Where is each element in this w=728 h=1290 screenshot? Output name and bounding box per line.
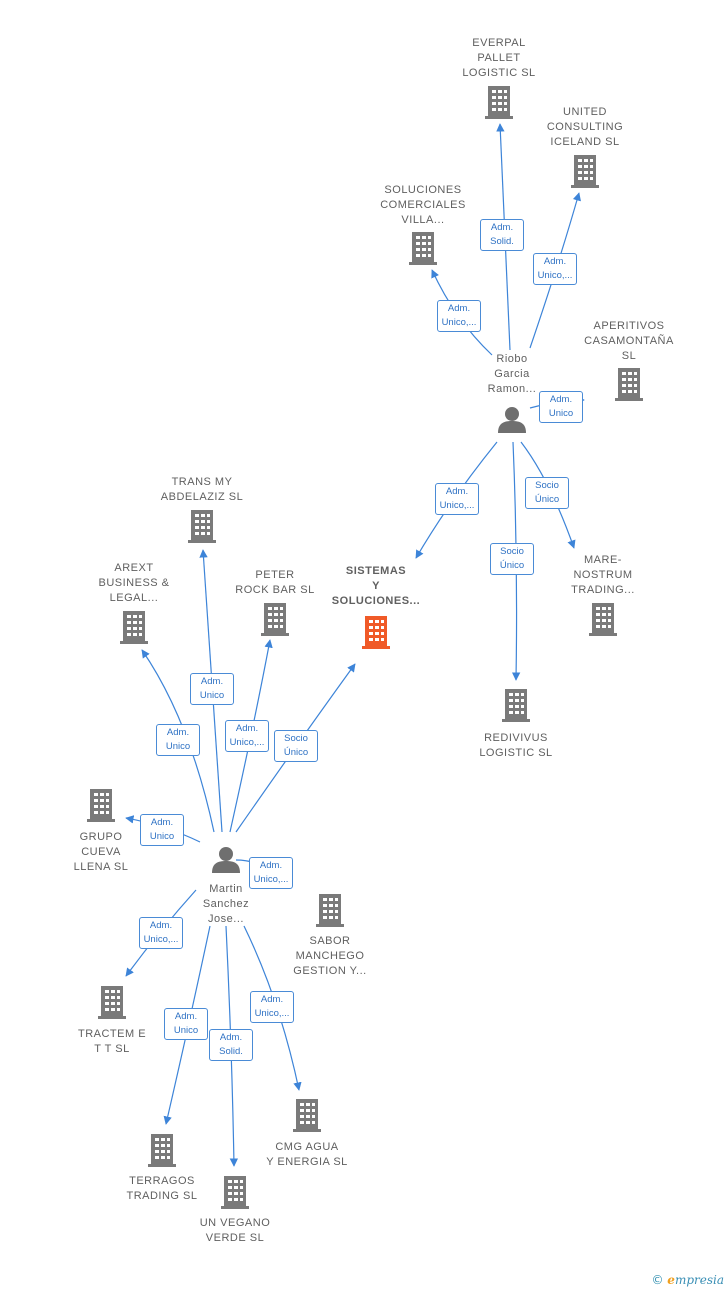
node-label-arext[interactable]: AREXT BUSINESS & LEGAL... (98, 562, 170, 604)
everpal-building-icon[interactable] (485, 86, 513, 119)
node-label-sabor[interactable]: SABOR MANCHEGO GESTION Y... (293, 935, 367, 977)
mare-building-icon[interactable] (589, 603, 617, 636)
edge-label-riobo-sistemas[interactable]: Adm. Unico,... (435, 483, 479, 515)
sabor-building-icon[interactable] (316, 894, 344, 927)
edge-label-martin-sabor[interactable]: Adm. Unico,... (249, 857, 293, 889)
united-building-icon[interactable] (571, 155, 599, 188)
node-label-terragos[interactable]: TERRAGOS TRADING SL (126, 1175, 198, 1202)
tractem-building-icon[interactable] (98, 986, 126, 1019)
node-label-martin[interactable]: Martin Sanchez Jose... (202, 883, 250, 925)
edge-label-riobo-everpal[interactable]: Adm. Solid. (480, 219, 524, 251)
edge-label-martin-tractem[interactable]: Adm. Unico,... (139, 917, 183, 949)
node-label-cmg[interactable]: CMG AGUA Y ENERGIA SL (266, 1141, 348, 1168)
terragos-building-icon[interactable] (148, 1134, 176, 1167)
edge-label-riobo-soluciones[interactable]: Adm. Unico,... (437, 300, 481, 332)
transmy-building-icon[interactable] (188, 510, 216, 543)
edge-label-martin-sistemas[interactable]: Socio Único (274, 730, 318, 762)
peter-building-icon[interactable] (261, 603, 289, 636)
node-label-aperitivos[interactable]: APERITIVOS CASAMONTAÑA SL (584, 320, 674, 362)
edge-label-riobo-mare[interactable]: Socio Único (525, 477, 569, 509)
brand-logo: empresia (667, 1273, 724, 1287)
node-label-mare[interactable]: MARE- NOSTRUM TRADING... (571, 554, 635, 596)
node-label-grupo[interactable]: GRUPO CUEVA LLENA SL (73, 831, 129, 873)
edge-label-martin-peter[interactable]: Adm. Unico,... (225, 720, 269, 752)
martin-person-icon[interactable] (212, 847, 240, 873)
edge-label-martin-terragos[interactable]: Adm. Unico (164, 1008, 208, 1040)
aperitivos-building-icon[interactable] (615, 368, 643, 401)
node-label-peter[interactable]: PETER ROCK BAR SL (235, 569, 315, 596)
redivivus-building-icon[interactable] (502, 689, 530, 722)
sistemas-building-icon[interactable] (362, 616, 390, 649)
node-label-transmy[interactable]: TRANS MY ABDELAZIZ SL (160, 476, 244, 503)
footer-brand: © empresia (651, 1273, 724, 1287)
node-label-tractem[interactable]: TRACTEM E T T SL (77, 1028, 147, 1055)
edge-label-martin-cmg[interactable]: Adm. Unico,... (250, 991, 294, 1023)
edge-label-martin-grupo[interactable]: Adm. Unico (140, 814, 184, 846)
edge-label-riobo-aperitivos[interactable]: Adm. Unico (539, 391, 583, 423)
edge-label-martin-vegano[interactable]: Adm. Solid. (209, 1029, 253, 1061)
soluciones-building-icon[interactable] (409, 232, 437, 265)
node-label-everpal[interactable]: EVERPAL PALLET LOGISTIC SL (462, 37, 536, 79)
node-label-united[interactable]: UNITED CONSULTING ICELAND SL (546, 106, 624, 148)
node-label-redivivus[interactable]: REDIVIVUS LOGISTIC SL (479, 732, 553, 759)
edge-label-martin-arext[interactable]: Adm. Unico (156, 724, 200, 756)
node-label-soluciones[interactable]: SOLUCIONES COMERCIALES VILLA... (380, 184, 466, 226)
riobo-person-icon[interactable] (498, 407, 526, 433)
copyright-symbol: © (651, 1273, 664, 1287)
cmg-building-icon[interactable] (293, 1099, 321, 1132)
edge-label-riobo-redivivus[interactable]: Socio Único (490, 543, 534, 575)
node-label-sistemas[interactable]: SISTEMAS Y SOLUCIONES... (331, 565, 421, 607)
arext-building-icon[interactable] (120, 611, 148, 644)
edge-label-martin-transmy[interactable]: Adm. Unico (190, 673, 234, 705)
grupo-building-icon[interactable] (87, 789, 115, 822)
edge-label-riobo-united[interactable]: Adm. Unico,... (533, 253, 577, 285)
node-label-vegano[interactable]: UN VEGANO VERDE SL (199, 1217, 271, 1244)
vegano-building-icon[interactable] (221, 1176, 249, 1209)
node-label-riobo[interactable]: Riobo Garcia Ramon... (487, 353, 537, 395)
